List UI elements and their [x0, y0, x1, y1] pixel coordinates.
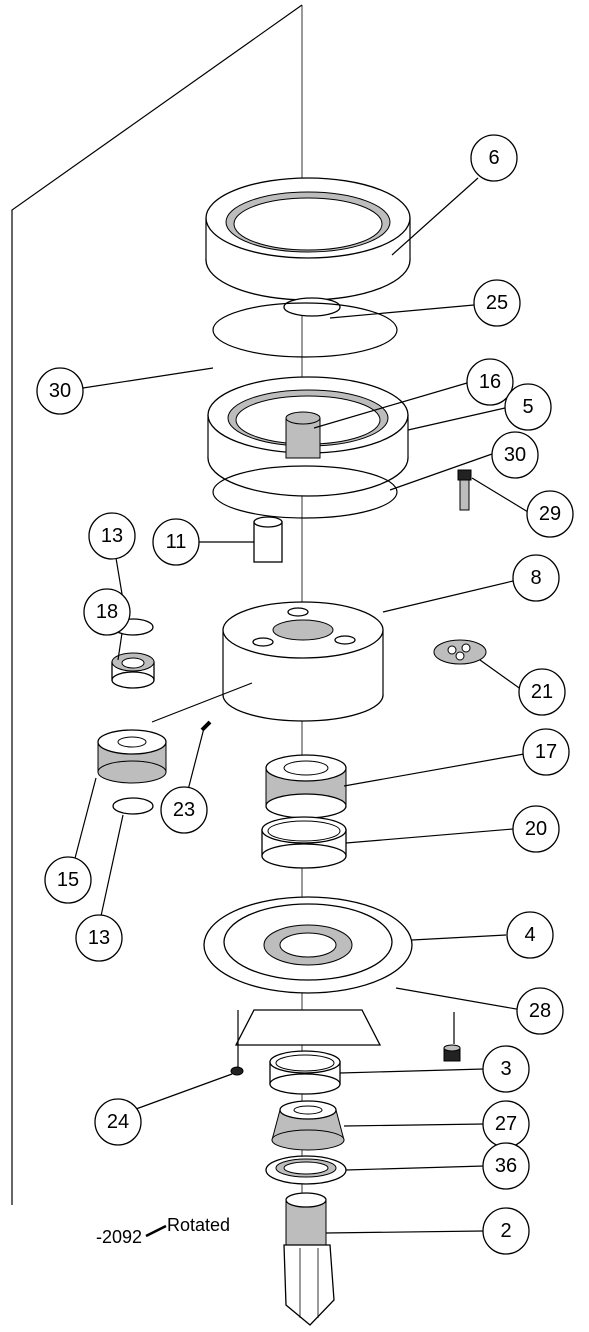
- part-20-bearing-cup: [261, 816, 347, 869]
- callout-30-upper-label: 30: [49, 380, 71, 402]
- callout-24: 24: [94, 1098, 142, 1146]
- part-27-tapered-cone: [271, 1100, 345, 1151]
- part-17-tapered-bearing: [265, 754, 347, 819]
- callout-8: 8: [512, 554, 560, 602]
- callout-30-lower-label: 30: [504, 444, 526, 466]
- part-13-washer-lower: [112, 797, 154, 815]
- callout-3: 3: [482, 1045, 530, 1093]
- callout-4: 4: [506, 911, 554, 959]
- callout-27: 27: [482, 1100, 530, 1148]
- callout-23: 23: [160, 786, 208, 834]
- callout-27-label: 27: [495, 1113, 517, 1135]
- callout-18-label: 18: [96, 601, 118, 623]
- callout-3-label: 3: [500, 1058, 511, 1080]
- callout-4-label: 4: [524, 924, 535, 946]
- part-25-snap-ring: [283, 297, 341, 317]
- callout-36-label: 36: [495, 1155, 517, 1177]
- callout-29: 29: [526, 490, 574, 538]
- callout-28-label: 28: [529, 1000, 551, 1022]
- callout-13-lower-label: 13: [88, 927, 110, 949]
- callout-11-label: 11: [166, 531, 187, 553]
- callout-30-lower: 30: [491, 431, 539, 479]
- callout-5-label: 5: [522, 396, 533, 418]
- callout-36: 36: [482, 1142, 530, 1190]
- part-16-sun-gear: [285, 411, 321, 459]
- part-15-planet-gear: [97, 729, 167, 784]
- leader-lines: [73, 177, 529, 1234]
- part-8-planet-carrier: [222, 601, 384, 722]
- callout-18: 18: [83, 588, 131, 636]
- callout-13-upper: 13: [88, 512, 136, 560]
- part-29-bolt: [457, 469, 472, 511]
- part-30-o-ring-lower: [212, 465, 398, 519]
- callout-21: 21: [518, 668, 566, 716]
- note-prefix: -2092: [96, 1227, 142, 1247]
- callout-6-label: 6: [488, 147, 499, 169]
- callout-25-label: 25: [486, 292, 508, 314]
- rotated-note: -2092 Rotated: [96, 1215, 230, 1247]
- callout-30-upper: 30: [36, 367, 84, 415]
- callout-11: 11: [152, 518, 200, 566]
- part-4-hub: [203, 896, 413, 1046]
- callout-8-label: 8: [530, 567, 541, 589]
- part-24-nut: [230, 1066, 244, 1076]
- part-21-thrust-washer: [433, 639, 487, 665]
- part-3-bearing-cup: [269, 1050, 341, 1095]
- view-border-line: [11, 4, 303, 1205]
- callout-15-label: 15: [57, 869, 79, 891]
- callout-23-label: 23: [173, 799, 195, 821]
- callout-25: 25: [473, 279, 521, 327]
- callout-24-label: 24: [107, 1111, 129, 1133]
- callout-21-label: 21: [531, 681, 553, 703]
- callout-16: 16: [466, 358, 514, 406]
- callout-17: 17: [522, 728, 570, 776]
- callout-16-label: 16: [479, 371, 501, 393]
- callout-28: 28: [516, 987, 564, 1035]
- callout-17-label: 17: [535, 741, 557, 763]
- note-arrow: [145, 1224, 167, 1238]
- part-36-seal: [265, 1155, 347, 1185]
- callout-2: 2: [482, 1207, 530, 1255]
- part-28-plug: [443, 1044, 461, 1062]
- callout-13-lower: 13: [75, 914, 123, 962]
- callout-6: 6: [470, 134, 518, 182]
- callout-29-label: 29: [539, 503, 561, 525]
- callout-2-label: 2: [500, 1220, 511, 1242]
- callout-5: 5: [504, 383, 552, 431]
- callout-20: 20: [512, 805, 560, 853]
- part-6-ring-gear: [205, 177, 411, 301]
- part-30-o-ring-upper: [212, 302, 398, 358]
- part-2-shaft: [283, 1192, 335, 1326]
- callout-20-label: 20: [525, 818, 547, 840]
- note-label: Rotated: [167, 1215, 230, 1235]
- callout-13-upper-label: 13: [101, 525, 123, 547]
- part-18-needle-bearing: [111, 652, 155, 689]
- part-11-pin: [253, 516, 283, 563]
- callout-15: 15: [44, 856, 92, 904]
